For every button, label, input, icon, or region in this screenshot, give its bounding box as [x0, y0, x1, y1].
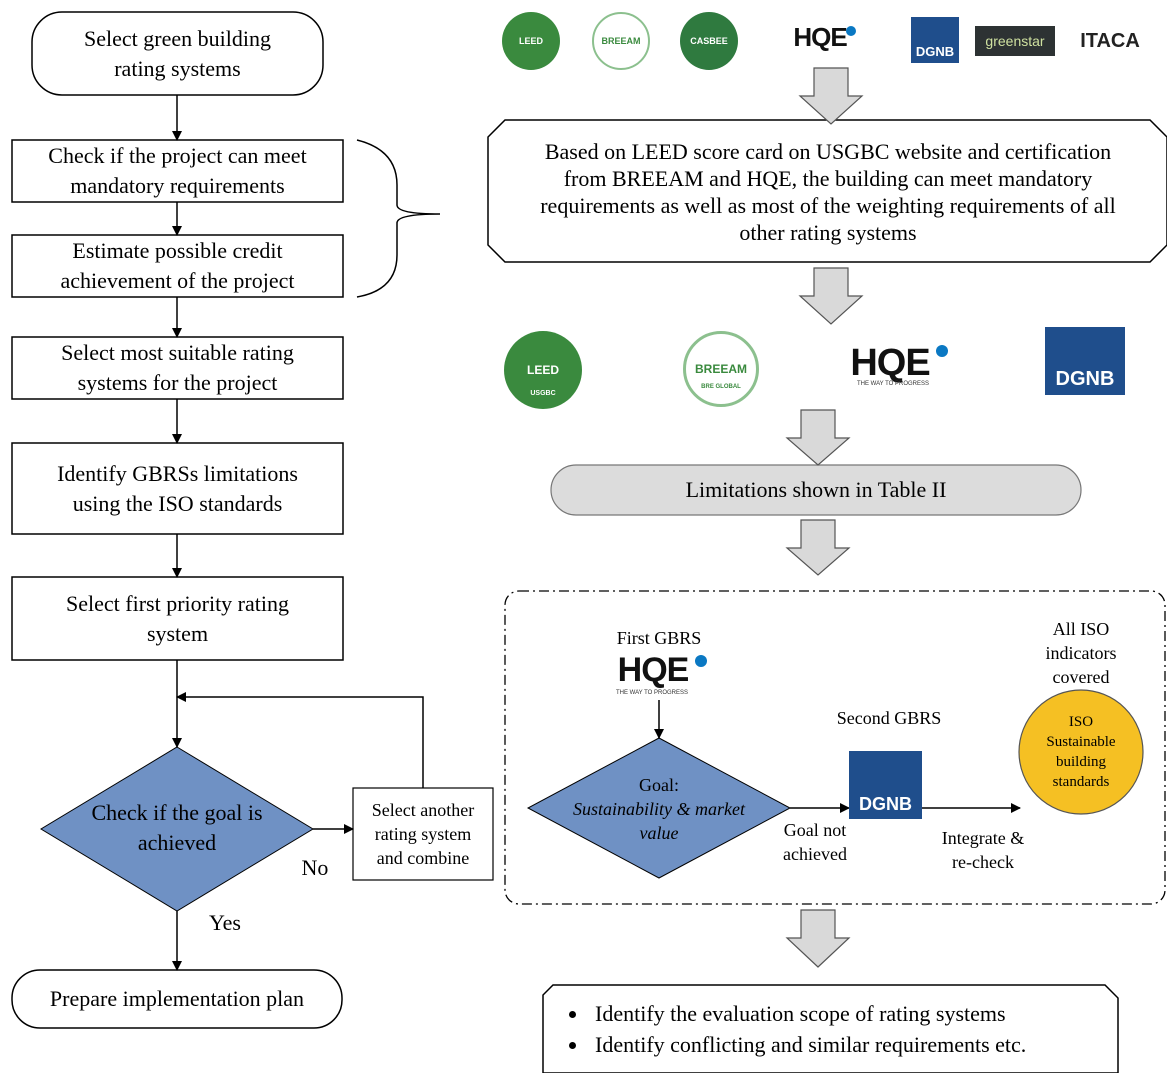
breeam-logo-selected: BREEAM [683, 331, 759, 407]
breeam-logo-top: BREEAM [592, 12, 650, 70]
select-suitable-label: Select most suitable rating systems for … [61, 340, 294, 395]
based-on-label: Based on LEED score card on USGBC websit… [540, 139, 1116, 245]
block-arrow-4 [785, 519, 851, 576]
based-on-box [487, 119, 1167, 263]
hqe-logo-selected: HQE [850, 341, 930, 384]
leed-logo-top: LEED [502, 12, 560, 70]
hqe-tagline-selected: THE WAY TO PROGRESS [856, 381, 929, 387]
check-mandatory-box [11, 139, 344, 203]
hqe-dot-top-icon [846, 26, 856, 36]
hqe-dot-first-icon [695, 655, 707, 667]
select-another-label: Select another rating system and combine [371, 800, 475, 868]
check-mandatory-label: Check if the project can meet mandatory … [48, 143, 307, 198]
greenstar-logo-top: greenstar [975, 26, 1055, 56]
casbee-logo-top: CASBEE [680, 12, 738, 70]
decision-label: Check if the goal is achieved [91, 800, 263, 855]
goal-not-achieved-label: Goal not achieved [783, 820, 847, 864]
identify-limitations-box [11, 442, 344, 535]
all-iso-covered-label: All ISO indicators covered [1045, 619, 1117, 687]
hqe-dot-selected-icon [936, 345, 948, 357]
bullets-box [542, 984, 1119, 1073]
itaca-logo-top: ITACA [1080, 29, 1140, 52]
block-arrow-2 [798, 267, 864, 325]
block-arrow-5 [785, 909, 851, 968]
breeam-sublabel: BRE GLOBAL [701, 384, 741, 390]
dgnb-logo-selected: DGNB [1045, 327, 1125, 395]
start-terminal-label: Select green building rating systems [84, 25, 271, 81]
no-label: No [301, 855, 329, 880]
end-terminal-label: Prepare implementation plan [49, 986, 305, 1011]
leed-usgbc-sublabel: USGBC [530, 389, 556, 397]
hqe-tagline-first: THE WAY TO PROGRESS [615, 690, 688, 696]
estimate-credit-label: Estimate possible credit achievement of … [60, 238, 295, 293]
dgnb-logo-top: DGNB [911, 17, 959, 63]
goal-diamond [526, 737, 792, 879]
block-arrow-3 [785, 409, 851, 466]
limitations-pill [550, 464, 1082, 516]
iso-circle-label: ISO Sustainable building standards [1046, 714, 1116, 790]
integrate-recheck-label: Integrate & re-check [941, 828, 1025, 872]
arrow-loop-back [176, 692, 424, 788]
select-suitable-box [11, 336, 344, 400]
goal-value: Sustainability & market value [573, 799, 745, 843]
identify-limitations-label: Identify GBRSs limitations using the ISO… [57, 460, 298, 516]
goal-title: Goal: [639, 775, 679, 795]
hqe-logo-top: HQE [793, 21, 847, 52]
scope-bullet-list: Identify the evaluation scope of rating … [545, 998, 1159, 1060]
dgnb-logo-second: DGNB [849, 751, 922, 819]
select-first-label: Select first priority rating system [66, 590, 289, 646]
block-arrow-1 [798, 67, 864, 125]
hqe-logo-first: HQE [617, 650, 690, 689]
limitations-label: Limitations shown in Table II [685, 477, 947, 502]
select-another-box [352, 787, 494, 881]
bullet-item-conflicts: Identify conflicting and similar require… [589, 1029, 1159, 1060]
grouping-brace [356, 139, 441, 298]
leed-logo-selected: LEED [504, 331, 582, 409]
second-gbrs-label: Second GBRS [836, 708, 942, 728]
first-gbrs-label: First GBRS [616, 628, 702, 648]
bullet-item-scope: Identify the evaluation scope of rating … [589, 998, 1159, 1029]
yes-label: Yes [208, 910, 241, 935]
dashed-process-frame [504, 590, 1166, 905]
iso-circle [1018, 689, 1144, 815]
